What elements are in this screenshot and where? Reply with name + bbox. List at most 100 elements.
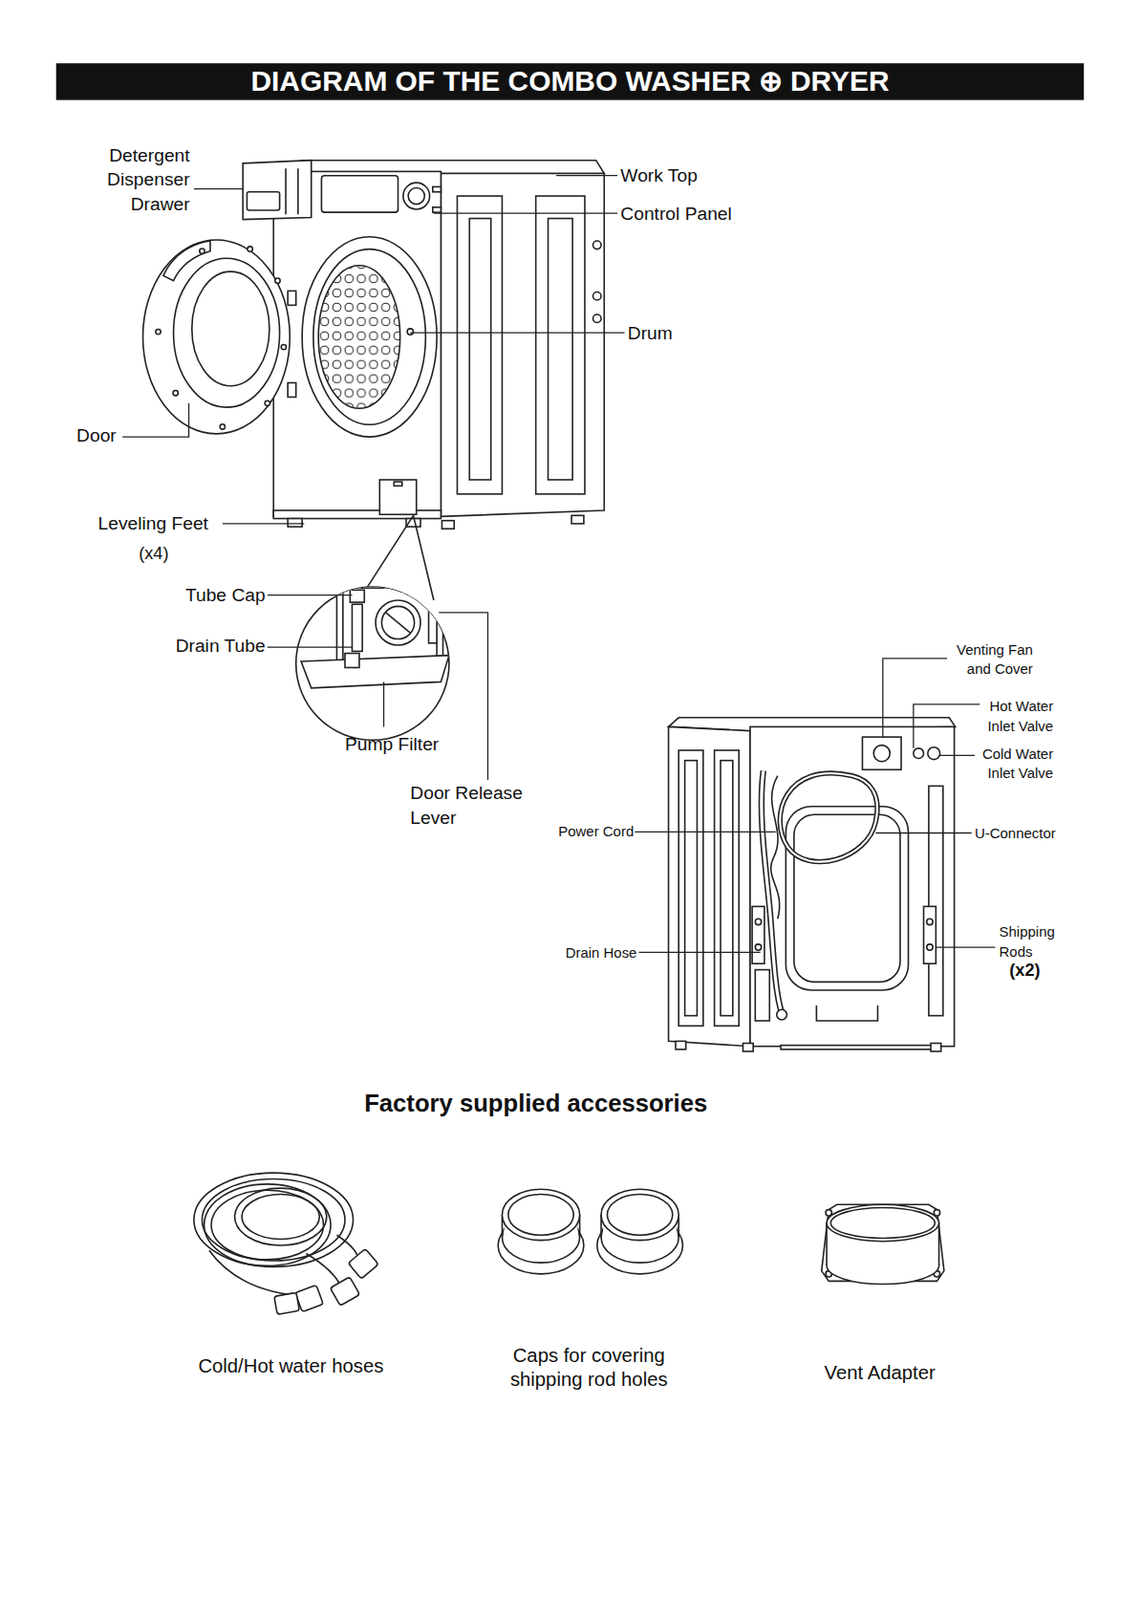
back-view-part [754, 944, 761, 950]
leader-lines-part [556, 174, 618, 176]
leader-lines-part [383, 681, 385, 727]
part-label: Power Cord [480, 821, 634, 841]
part-label: Work Top [620, 164, 825, 187]
front-view-part [280, 344, 286, 349]
pump-filter-inset-part-part [386, 612, 411, 633]
part-label: Shipping Rods [999, 922, 1072, 962]
back-view-part [780, 1045, 934, 1050]
accessory-hoses [193, 1172, 379, 1314]
accessory-vent-adapter-part [826, 1204, 939, 1241]
front-view-part [287, 290, 297, 305]
front-view-part [441, 520, 454, 530]
front-view-part [407, 328, 413, 335]
leader-lines-part [935, 946, 995, 948]
back-view-part [930, 1042, 942, 1052]
front-view-part [219, 424, 225, 430]
back-view-part [668, 726, 751, 1046]
part-label: Venting Fan and Cover [941, 640, 1034, 680]
pump-filter-inset-part-part [351, 603, 363, 651]
leader-lines-part [193, 188, 243, 190]
front-view-part [593, 314, 603, 323]
accessory-hoses-part [209, 1249, 306, 1296]
title-bar-part [56, 63, 1084, 100]
pump-filter-inset [296, 515, 450, 740]
accessory-caption: Vent Adapter [752, 1360, 1008, 1386]
front-view-part [199, 248, 205, 254]
section-heading: Factory supplied accessories [280, 1087, 792, 1119]
back-view-part [926, 944, 933, 950]
back-view-part [913, 748, 925, 759]
part-label: Door [76, 424, 179, 447]
accessory-hoses-part [204, 1184, 331, 1266]
leader-lines-part [639, 951, 761, 953]
pump-filter-inset-part-part [344, 653, 360, 668]
back-view-part [861, 736, 902, 770]
back-view-part [873, 745, 890, 762]
leader-lines-part [433, 213, 618, 215]
front-view-part [432, 207, 442, 213]
part-label: Tube Cap [102, 583, 266, 606]
part-label: Detergent Dispenser Drawer [77, 143, 190, 217]
pump-filter-inset-part [296, 586, 450, 740]
back-view-part [678, 750, 704, 1026]
accessory-caps [497, 1188, 683, 1274]
quantity-note: (x2) [1009, 959, 1071, 982]
accessory-hoses-part [305, 1253, 342, 1289]
back-view-part [771, 775, 780, 920]
back-view-part [743, 1042, 754, 1052]
front-view-part [440, 173, 604, 517]
accessory-vent-adapter-part [830, 1206, 935, 1238]
front-view-part [593, 240, 603, 250]
back-view-part [785, 806, 908, 991]
part-label: Control Panel [620, 201, 825, 224]
front-view-part [297, 168, 300, 215]
leader-lines-part [409, 332, 625, 334]
pump-filter-inset-part-part [381, 605, 414, 639]
leader-lines-part [940, 754, 975, 756]
front-view-part [192, 271, 270, 387]
back-view-part [675, 1040, 687, 1050]
accessory-hoses-part-part [329, 1276, 360, 1306]
accessory-hoses-part [235, 1187, 327, 1246]
pump-filter-inset-part [301, 581, 450, 689]
front-view-part [172, 390, 178, 396]
back-view-part [720, 760, 733, 1016]
front-view-part [273, 171, 441, 517]
pump-filter-inset-part-part [429, 602, 438, 644]
accessory-hoses-part-part [347, 1248, 379, 1278]
accessory-hoses-part [274, 1248, 379, 1314]
leader-lines-part [122, 403, 189, 437]
back-view-part [816, 1005, 878, 1021]
front-view-part [247, 246, 253, 252]
back-view-part [924, 905, 937, 964]
pump-filter-inset-part-part [349, 589, 365, 603]
front-view-part [593, 291, 603, 301]
leader-lines-part [267, 645, 353, 647]
front-view-part [246, 192, 280, 211]
accessory-caps-part [501, 1188, 580, 1240]
accessory-hoses-part [241, 1194, 320, 1240]
back-view-part [794, 814, 901, 982]
front-view-part [469, 218, 491, 480]
part-label: Drain Tube [102, 634, 266, 657]
back-view-part [928, 785, 944, 1015]
pump-filter-inset-part [413, 515, 434, 601]
back-view-part [685, 760, 698, 1016]
back-view-part [754, 969, 770, 1021]
leader-lines [122, 175, 995, 953]
part-label: Pump Filter [344, 732, 550, 755]
front-view-part [432, 186, 442, 192]
back-view-part [927, 747, 941, 760]
accessory-hoses-part [211, 1189, 323, 1260]
back-view-part [776, 1009, 788, 1020]
front-view-part [408, 188, 425, 205]
front-view-part [393, 481, 403, 486]
title-bar [56, 63, 1084, 100]
front-view-part [548, 218, 574, 480]
part-label: Cold Water Inlet Valve [971, 744, 1054, 784]
pump-filter-inset-part [366, 515, 413, 587]
accessory-caps-part [508, 1194, 574, 1236]
pump-filter-inset-part-part [375, 600, 421, 646]
back-view-part [779, 773, 878, 862]
accessory-hoses-part [201, 1179, 345, 1261]
